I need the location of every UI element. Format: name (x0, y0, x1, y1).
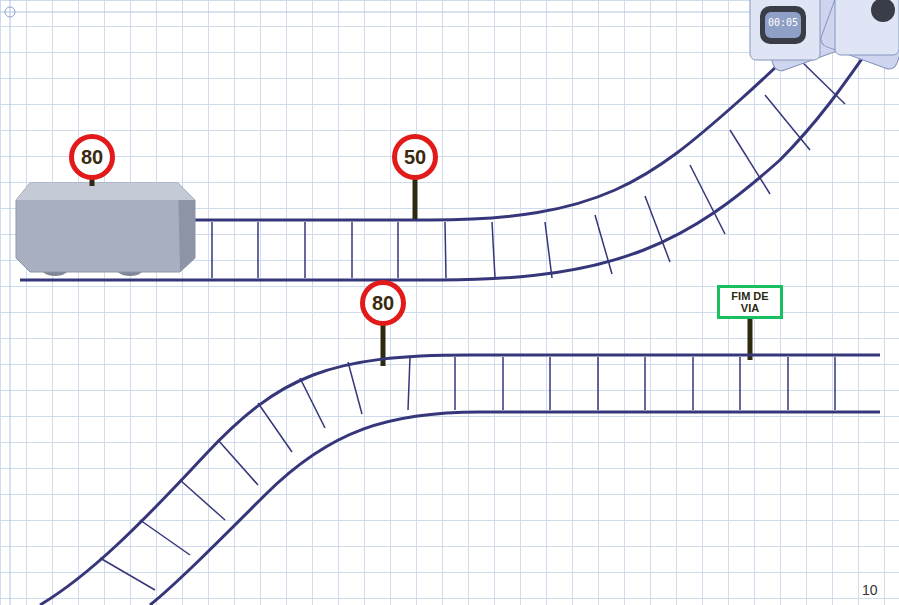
speed-sign: 80 (360, 280, 406, 326)
stopwatch-icon (749, 0, 899, 73)
sign-text: FIM DE VIA (724, 290, 776, 314)
sign-text: 80 (372, 293, 394, 313)
wagon (16, 183, 195, 276)
margin-line (10, 0, 11, 605)
timer-display: 00:05 (765, 17, 801, 28)
end-sign: FIM DE VIA (717, 285, 783, 319)
speed-sign: 50 (392, 134, 438, 180)
speed-sign: 80 (69, 134, 115, 180)
track-ties (212, 24, 870, 278)
margin-dot (5, 7, 15, 17)
sign-text: 50 (404, 147, 426, 167)
sign-pole (92, 170, 750, 366)
page-number: 10 (862, 582, 878, 598)
sign-text: 80 (81, 147, 103, 167)
track-bottom (40, 355, 880, 605)
track-ties (100, 357, 835, 590)
